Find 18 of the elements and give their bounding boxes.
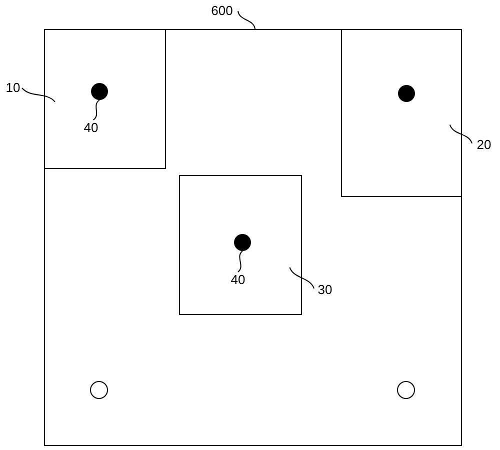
leader-line [449, 124, 472, 144]
reference-numeral: 600 [206, 3, 238, 19]
hole [397, 381, 415, 399]
panel [44, 29, 166, 169]
leader-line [238, 250, 243, 272]
panel [44, 29, 462, 446]
reference-numeral: 20 [472, 137, 496, 153]
panel [179, 175, 302, 315]
leader-line [289, 266, 314, 289]
leader-line [238, 10, 256, 30]
hole [90, 381, 108, 399]
leader-line [92, 100, 100, 120]
panel [341, 29, 462, 197]
reference-numeral: 40 [80, 120, 102, 136]
reference-numeral: 40 [227, 272, 249, 288]
reference-numeral: 10 [4, 80, 22, 96]
leader-line [22, 88, 56, 102]
reference-numeral: 30 [314, 282, 336, 298]
